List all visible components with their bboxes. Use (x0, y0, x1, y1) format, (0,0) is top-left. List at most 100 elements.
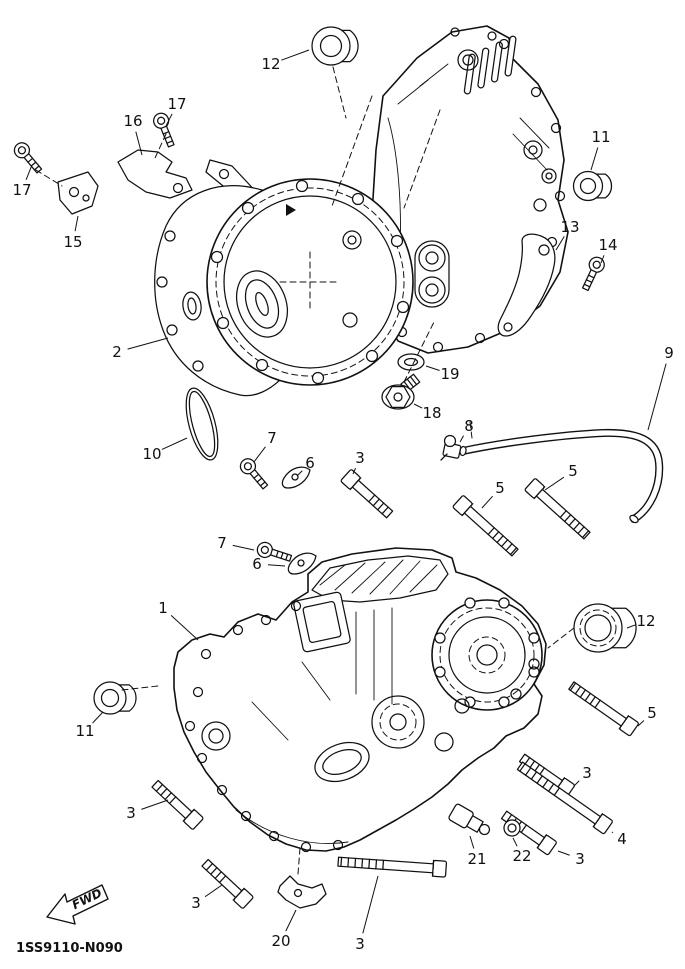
part-10-gasket-ring (185, 387, 219, 461)
leader-line-14 (600, 255, 605, 264)
leader-line-12 (281, 49, 310, 61)
callout-22: 22 (512, 847, 531, 865)
leader-line-12 (626, 624, 636, 629)
callout-5: 5 (495, 479, 505, 497)
part-22-washer (503, 819, 521, 837)
part-3-bolt-upper (339, 468, 396, 522)
callout-6: 6 (252, 555, 262, 573)
part-12-bushing-right (573, 603, 637, 653)
part-6-clamp-lower (287, 552, 317, 575)
leader-line-6 (296, 470, 303, 477)
leader-line-19 (425, 365, 440, 371)
callout-17: 17 (12, 181, 31, 199)
callout-10: 10 (142, 445, 161, 463)
part-5-bolt-lower (566, 678, 640, 737)
leader-line-2 (127, 337, 169, 350)
lower-crankcase-assembly (93, 539, 640, 910)
leader-line-5 (481, 495, 494, 509)
leader-line-4 (611, 831, 614, 834)
leader-line-7 (232, 544, 255, 551)
callout-11: 11 (591, 128, 610, 146)
callout-15: 15 (63, 233, 82, 251)
part-6-clamp-upper (281, 466, 311, 489)
callout-12: 12 (636, 612, 655, 630)
callout-8: 8 (464, 417, 474, 435)
callout-7: 7 (217, 534, 227, 552)
leader-line-3 (573, 780, 580, 787)
part-12-bushing-top (311, 26, 359, 66)
callout-2: 2 (112, 343, 122, 361)
callout-21: 21 (467, 850, 486, 868)
callout-3: 3 (126, 804, 136, 822)
callout-18: 18 (422, 404, 441, 422)
callout-5: 5 (647, 704, 657, 722)
part-4-bolt (514, 758, 614, 835)
callout-3: 3 (355, 935, 365, 953)
callout-7: 7 (267, 429, 277, 447)
callout-12: 12 (261, 55, 280, 73)
part-3-bolt-long (337, 853, 448, 878)
leader-line-6 (267, 564, 286, 567)
part-8-joint (440, 434, 462, 461)
callout-5: 5 (568, 462, 578, 480)
leader-line-3 (557, 850, 570, 856)
fwd-arrow: FWD (46, 884, 109, 925)
part-11-bushing-top (572, 170, 613, 202)
leader-line-3 (362, 875, 379, 934)
callout-13: 13 (560, 218, 579, 236)
part-16-bracket (117, 149, 193, 199)
leader-line-10 (161, 437, 188, 450)
callout-11: 11 (75, 722, 94, 740)
part-3-bolt-l2 (198, 856, 255, 910)
leader-line-5 (637, 720, 645, 727)
leader-line-8 (459, 435, 465, 443)
part-17-bolt-left (10, 139, 46, 177)
leader-line-13 (555, 236, 565, 251)
callout-17: 17 (167, 95, 186, 113)
leader-line-18 (413, 403, 423, 409)
part-20-guide (277, 875, 327, 909)
leader-line-21 (469, 835, 475, 849)
part-17-bolt-top (150, 110, 179, 150)
callout-3: 3 (582, 764, 592, 782)
part-21-joint (448, 803, 491, 836)
leader-line-9 (647, 363, 667, 431)
callout-1: 1 (158, 599, 168, 617)
callout-20: 20 (271, 932, 290, 950)
leader-line-7 (253, 446, 266, 463)
alignment-lines (35, 66, 575, 875)
part-18-drain-bolt (381, 373, 421, 410)
leader-lines (25, 49, 667, 934)
leader-line-5 (544, 476, 565, 491)
leader-line-3 (141, 799, 169, 810)
leader-line-17 (25, 164, 33, 180)
leader-line-16 (135, 131, 143, 156)
upper-crankcase-assembly (10, 25, 664, 560)
diagram-code: 1SS9110-N090 (16, 941, 123, 956)
leader-line-1 (170, 615, 199, 641)
part-1-main-case (173, 547, 547, 853)
callout-6: 6 (305, 454, 315, 472)
leader-line-3 (352, 467, 357, 475)
part-9-breather-hose (459, 428, 664, 524)
part-15-plate (57, 171, 99, 215)
callout-4: 4 (617, 830, 627, 848)
leader-line-17 (165, 113, 173, 127)
leader-line-22 (512, 837, 518, 847)
leader-line-11 (92, 711, 104, 724)
callout-19: 19 (440, 365, 459, 383)
part-2-front-cover (154, 159, 414, 397)
leader-line-11 (590, 147, 599, 171)
part-19-washer (397, 353, 425, 371)
part-13-link-plate (497, 233, 556, 337)
part-5-bolt-mid (451, 494, 521, 560)
callout-3: 3 (355, 449, 365, 467)
callout-14: 14 (598, 236, 617, 254)
leader-line-3 (204, 884, 223, 898)
callout-9: 9 (664, 344, 674, 362)
leader-line-15 (74, 215, 79, 232)
part-11-bushing-left (93, 681, 137, 715)
